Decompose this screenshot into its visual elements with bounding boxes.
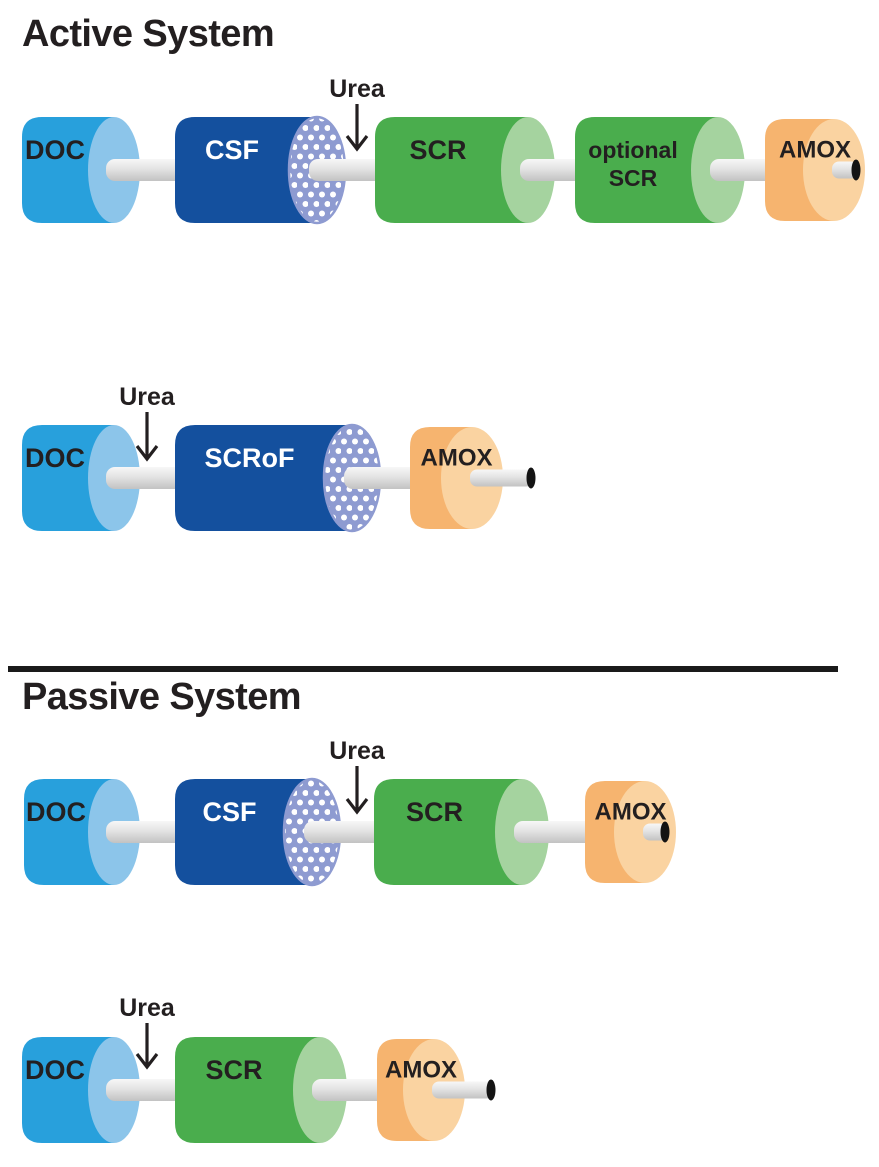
csf-label: CSF xyxy=(205,135,259,165)
tailpipe-outlet xyxy=(851,159,861,181)
csf-body xyxy=(175,779,312,885)
scr-label: SCR xyxy=(409,135,466,165)
tailpipe xyxy=(832,161,858,179)
optional-scr-body xyxy=(575,117,718,223)
urea-arrowhead-icon xyxy=(135,1053,159,1070)
doc-body xyxy=(22,1037,114,1143)
tailpipe-outlet xyxy=(526,467,536,489)
urea-label: Urea xyxy=(119,383,176,411)
doc-label: DOC xyxy=(25,135,85,165)
tailpipe-outlet xyxy=(486,1079,496,1101)
urea-arrowhead-icon xyxy=(135,445,159,462)
doc-body xyxy=(22,117,114,223)
urea-label: Urea xyxy=(329,737,386,765)
doc-label: DOC xyxy=(25,443,85,473)
amox-label: AMOX xyxy=(595,799,667,826)
system-row-active-row-2: DOC SCRoF AMOX Urea xyxy=(22,383,536,533)
tailpipe-outlet xyxy=(660,821,670,843)
system-row-passive-row-2: DOC SCR AMOX Urea xyxy=(22,994,496,1143)
scrof-label: SCRoF xyxy=(205,443,295,473)
csf-label: CSF xyxy=(203,797,257,827)
doc-label: DOC xyxy=(25,1055,85,1085)
passive-system-title: Passive System xyxy=(22,676,302,718)
amox-canister: AMOX xyxy=(585,781,676,883)
doc-label: DOC xyxy=(26,797,86,827)
urea-label: Urea xyxy=(119,994,176,1022)
amox-label: AMOX xyxy=(779,137,851,164)
scr-canister: SCR xyxy=(375,117,555,223)
optional-scr-label: optional xyxy=(588,137,677,163)
tailpipe xyxy=(432,1081,493,1099)
system-row-passive-row-1: DOC CSF SCR AMOX Urea xyxy=(24,737,676,887)
urea-arrowhead-icon xyxy=(345,798,369,815)
active-system-title: Active System xyxy=(22,13,275,55)
doc-body xyxy=(22,425,114,531)
scr-body xyxy=(175,1037,320,1143)
tailpipe xyxy=(470,469,533,487)
section-divider xyxy=(8,666,838,672)
scr-label: SCR xyxy=(406,797,463,827)
doc-canister: DOC xyxy=(24,779,140,885)
csf-body xyxy=(175,117,317,223)
scr-body xyxy=(374,779,522,885)
amox-label: AMOX xyxy=(385,1057,457,1084)
urea-label: Urea xyxy=(329,75,386,103)
scr-label: SCR xyxy=(205,1055,262,1085)
scrof-canister: SCRoF xyxy=(175,423,382,533)
scrof-body xyxy=(175,425,352,531)
amox-label: AMOX xyxy=(421,445,493,472)
scr-body xyxy=(375,117,528,223)
urea-arrowhead-icon xyxy=(345,135,369,152)
optional-scr-label: SCR xyxy=(609,165,658,191)
doc-canister: DOC xyxy=(22,117,140,223)
doc-canister: DOC xyxy=(22,1037,140,1143)
